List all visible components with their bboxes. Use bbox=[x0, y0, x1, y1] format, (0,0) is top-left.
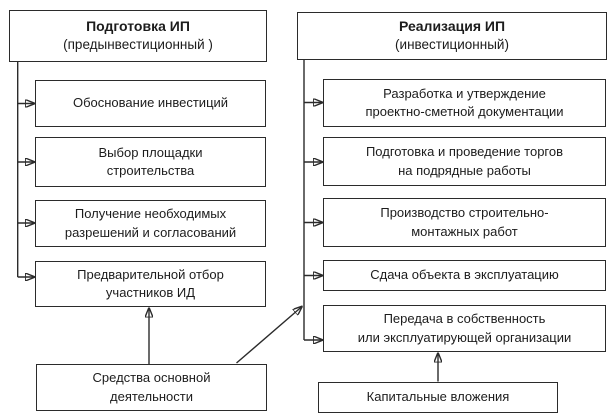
box-investment-justification: Обоснование инвестиций bbox=[35, 80, 266, 127]
box-tender-preparation: Подготовка и проведение торгов на подряд… bbox=[323, 137, 606, 186]
box-participants-selection: Предварительной отбор участников ИД bbox=[35, 261, 266, 307]
prep-phase-header-box: Подготовка ИП (предынвестиционный ) bbox=[9, 10, 267, 62]
prep-phase-subtitle: (предынвестиционный ) bbox=[63, 37, 213, 53]
box-ownership-transfer: Передача в собственность или эксплуатиру… bbox=[323, 305, 606, 352]
box-design-documentation: Разработка и утверждение проектно-сметно… bbox=[323, 79, 606, 127]
impl-phase-subtitle: (инвестиционный) bbox=[395, 37, 509, 53]
arrow-operating-funds-to-impl-trunk bbox=[236, 307, 303, 364]
box-construction-works: Производство строительно- монтажных рабо… bbox=[323, 198, 606, 247]
box-site-selection: Выбор площадки строительства bbox=[35, 137, 266, 187]
box-capital-investments: Капитальные вложения bbox=[318, 382, 558, 413]
box-commissioning: Сдача объекта в эксплуатацию bbox=[323, 260, 606, 291]
box-operating-funds: Средства основной деятельности bbox=[36, 364, 267, 411]
box-permits: Получение необходимых разрешений и согла… bbox=[35, 200, 266, 247]
prep-phase-title: Подготовка ИП bbox=[86, 18, 190, 35]
impl-phase-title: Реализация ИП bbox=[398, 18, 506, 35]
impl-phase-header-box: Реализация ИП (инвестиционный) bbox=[297, 12, 607, 60]
